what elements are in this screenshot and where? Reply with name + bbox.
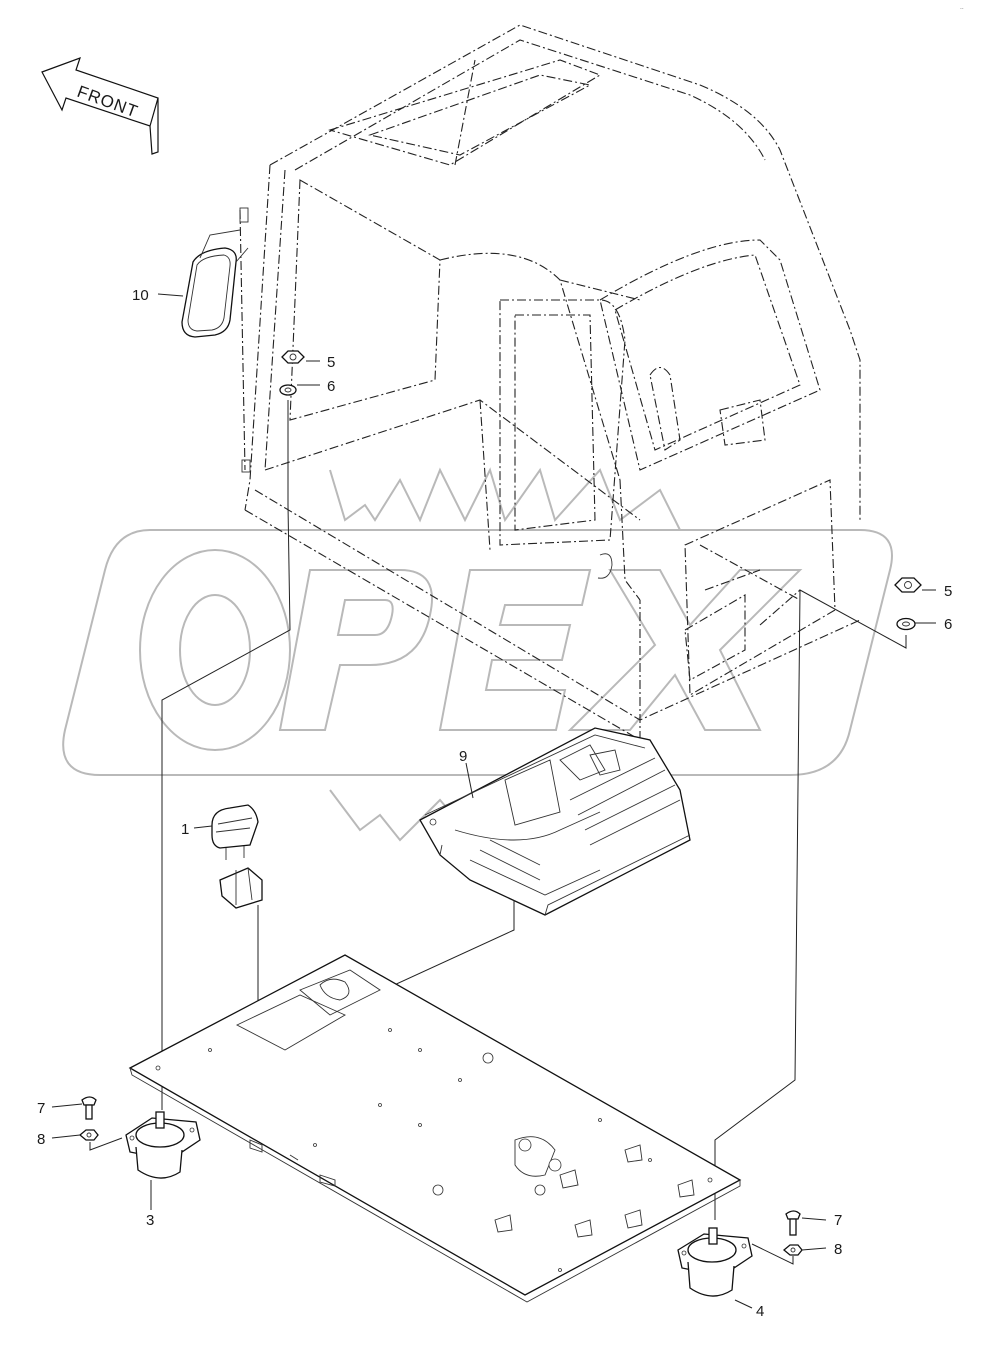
mirror <box>181 229 249 338</box>
washer-bolt-right <box>782 1244 803 1256</box>
leader-10 <box>157 293 184 297</box>
callout-7-left: 7 <box>37 1100 45 1117</box>
floor-plate <box>128 954 742 1303</box>
washer-right <box>896 617 916 631</box>
leader-7a <box>51 1103 83 1108</box>
front-direction-arrow: FRONT <box>41 57 159 155</box>
leader-8b <box>801 1247 827 1251</box>
nut-right <box>894 577 922 593</box>
mount-left <box>125 1111 201 1179</box>
callout-5-upper-left: 5 <box>327 354 335 371</box>
callout-4: 4 <box>756 1303 764 1320</box>
switch-bracket <box>219 867 263 909</box>
corner-mark: .. <box>960 4 964 11</box>
leader-4 <box>734 1299 753 1309</box>
callout-3: 3 <box>146 1212 154 1229</box>
callout-6-upper-left: 6 <box>327 378 335 395</box>
leader-7b <box>801 1217 827 1221</box>
leader-9 <box>465 762 474 799</box>
callout-7-right: 7 <box>834 1212 842 1229</box>
cab-frame <box>239 24 861 741</box>
bolt-right <box>785 1210 801 1236</box>
callout-1: 1 <box>181 821 189 838</box>
leader-1 <box>193 825 213 829</box>
callout-8-right: 8 <box>834 1241 842 1258</box>
callout-6-right: 6 <box>944 616 952 633</box>
callout-8-left: 8 <box>37 1131 45 1148</box>
mount-right <box>677 1227 753 1297</box>
leader-8a <box>51 1134 81 1139</box>
callout-5-right: 5 <box>944 583 952 600</box>
switch <box>211 804 259 860</box>
washer-bolt-left <box>78 1129 99 1141</box>
callout-9: 9 <box>459 748 467 765</box>
watermark-logo <box>62 467 893 842</box>
nut-left <box>281 350 305 364</box>
bolt-left <box>81 1096 97 1120</box>
callout-10: 10 <box>132 287 149 304</box>
floor-mat <box>419 727 691 916</box>
washer-left <box>279 384 297 396</box>
front-label: FRONT <box>75 82 141 122</box>
